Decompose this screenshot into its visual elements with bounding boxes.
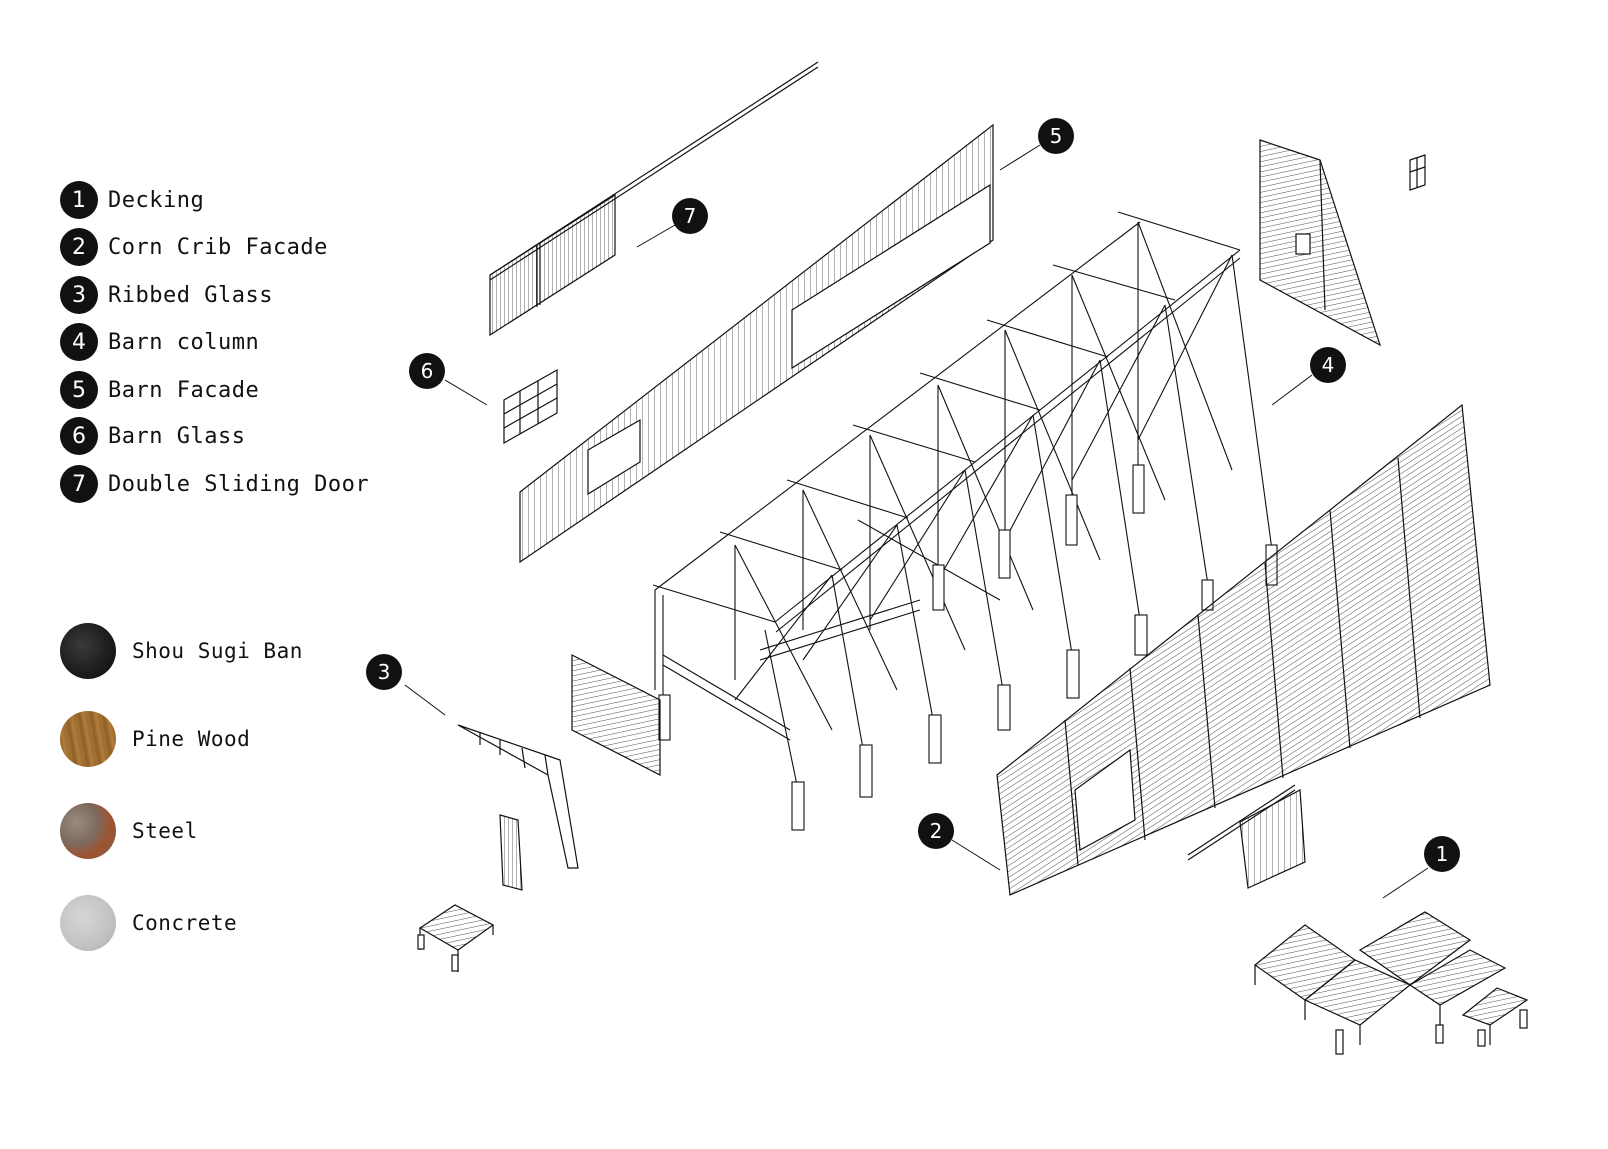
legend-number-badge: 6 [60,417,98,455]
material-swatch [60,623,116,679]
callout-badge-double-sliding-door: 7 [672,198,708,234]
legend-item-decking: 1 Decking [60,181,204,219]
legend-item-ribbed-glass: 3 Ribbed Glass [60,276,273,314]
legend-item-label: Barn Facade [108,377,260,403]
legend-item-corn-crib-facade: 2 Corn Crib Facade [60,228,328,266]
legend-number-badge: 5 [60,371,98,409]
material-steel: Steel [60,803,198,859]
callout-badge-ribbed-glass: 3 [366,654,402,690]
callout-badge-corn-crib-facade: 2 [918,813,954,849]
legend-item-label: Ribbed Glass [108,282,273,308]
legend-number-badge: 4 [60,323,98,361]
callout-badge-barn-facade: 5 [1038,118,1074,154]
corrugated-panel-component [571,654,661,776]
ribbed-glass-component [457,724,579,891]
callout-badge-barn-glass: 6 [409,353,445,389]
callout-leader-lines [404,144,1429,899]
barn-end-wall-component [1259,139,1426,347]
legend-item-label: Barn column [108,329,260,355]
barn-glass-component [503,368,558,445]
barn-column-facade-component [996,403,1491,896]
callout-badge-barn-column: 4 [1310,347,1346,383]
barn-facade-component [519,123,994,564]
material-label: Shou Sugi Ban [132,639,303,663]
legend-number-badge: 7 [60,465,98,503]
legend-item-label: Barn Glass [108,423,246,449]
material-label: Steel [132,819,198,843]
double-sliding-door-component [489,61,819,337]
legend-item-double-sliding-door: 7 Double Sliding Door [60,465,369,503]
material-swatch [60,711,116,767]
callout-badge-decking: 1 [1424,836,1460,872]
legend-number-badge: 3 [60,276,98,314]
corn-crib-door-component [1187,784,1306,889]
legend-item-label: Double Sliding Door [108,471,370,497]
legend-item-barn-facade: 5 Barn Facade [60,371,259,409]
decking-component [1253,911,1529,1055]
material-label: Concrete [132,911,238,935]
small-table-component [417,904,495,972]
material-swatch [60,803,116,859]
barn-frame-structure [652,211,1278,831]
legend-item-label: Corn Crib Facade [108,234,328,260]
legend-number-badge: 2 [60,228,98,266]
material-shou-sugi-ban: Shou Sugi Ban [60,623,303,679]
legend-item-label: Decking [108,187,205,213]
material-label: Pine Wood [132,727,251,751]
material-concrete: Concrete [60,895,237,951]
material-swatch [60,895,116,951]
legend-number-badge: 1 [60,181,98,219]
legend-item-barn-glass: 6 Barn Glass [60,417,245,455]
legend-item-barn-column: 4 Barn column [60,323,259,361]
material-pine-wood: Pine Wood [60,711,250,767]
